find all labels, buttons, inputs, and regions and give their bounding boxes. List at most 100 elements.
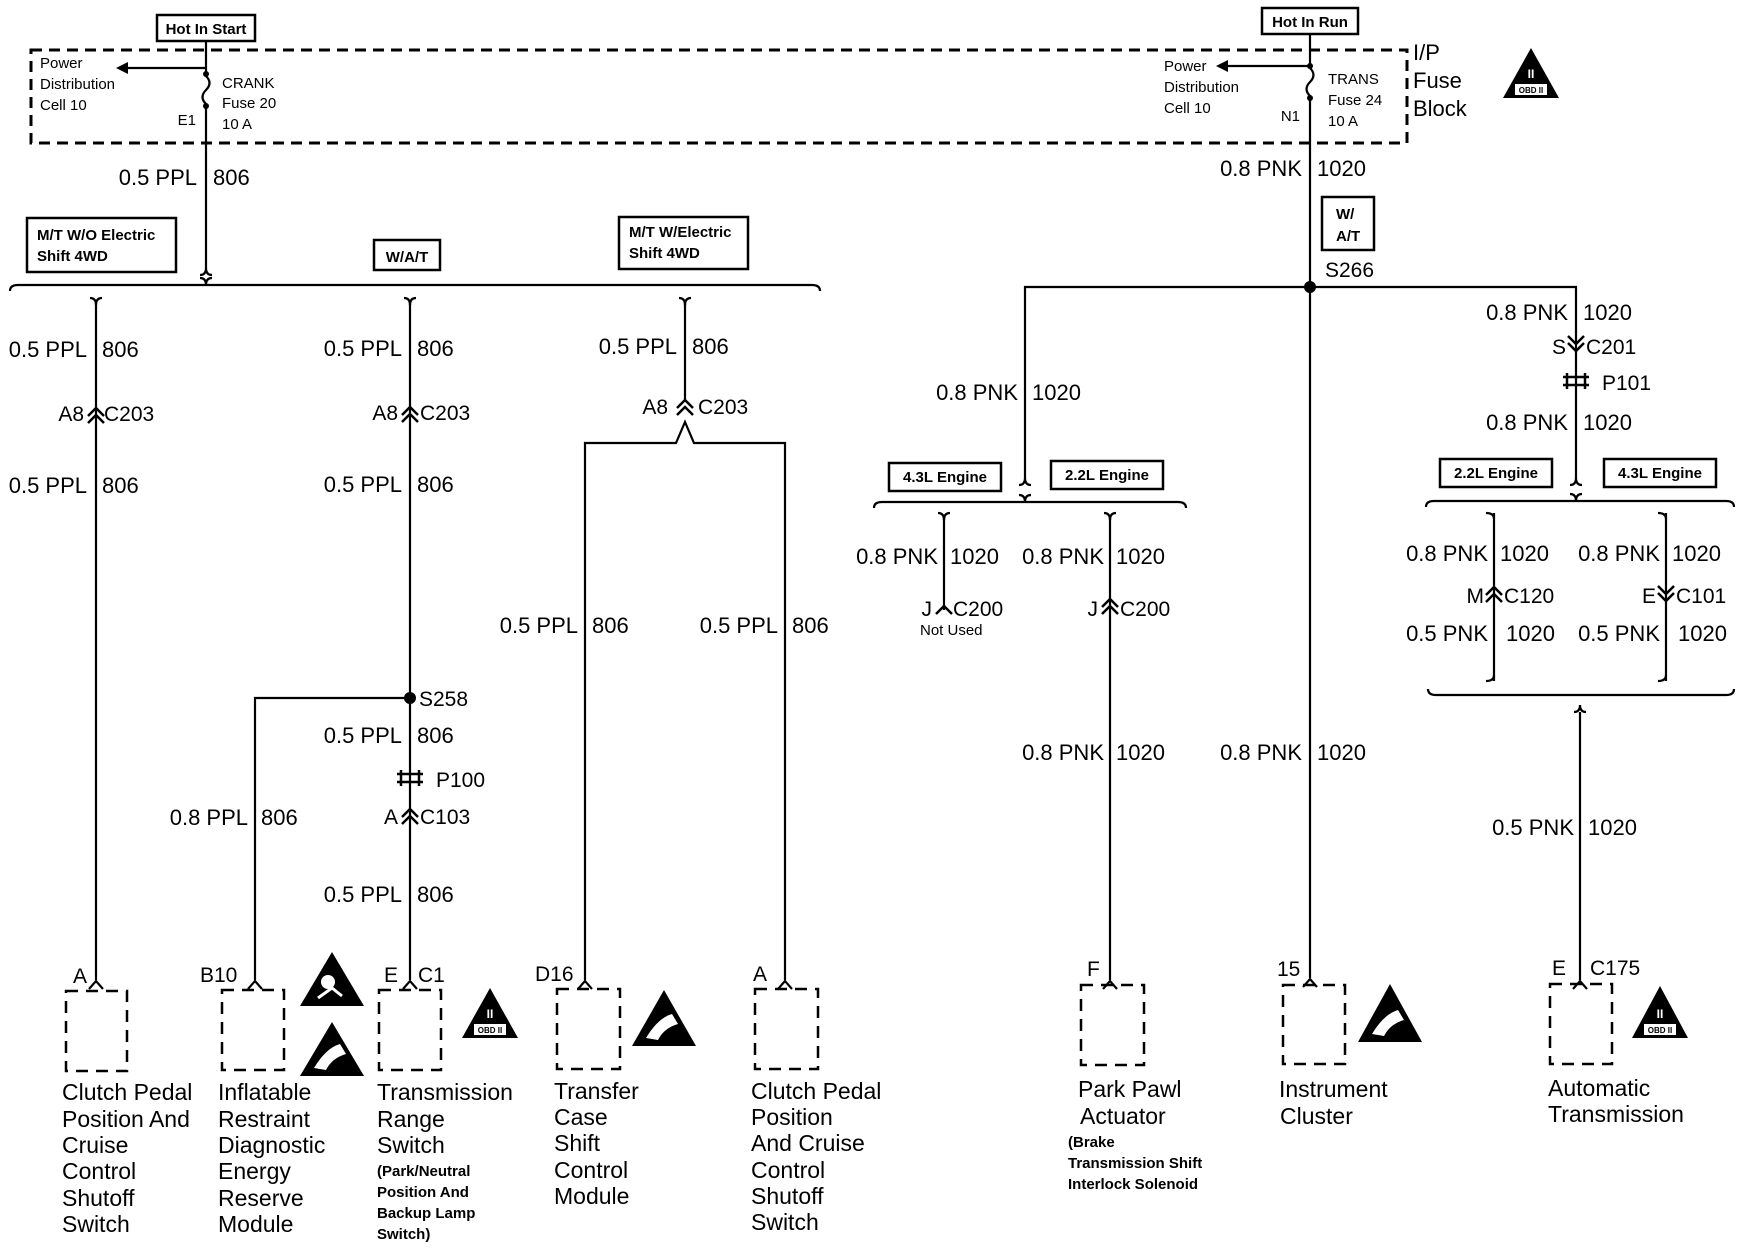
svg-text:N1: N1 bbox=[1281, 108, 1300, 125]
svg-text:1020: 1020 bbox=[950, 544, 999, 569]
svg-text:Switch: Switch bbox=[751, 1209, 819, 1235]
connector-c200: J C200 bbox=[1088, 598, 1171, 621]
svg-text:Power: Power bbox=[40, 55, 83, 72]
option-bracket-left bbox=[8, 283, 822, 292]
svg-text:II: II bbox=[1657, 1007, 1664, 1021]
svg-text:Fuse: Fuse bbox=[1413, 68, 1462, 93]
svg-text:J: J bbox=[922, 598, 933, 621]
svg-text:C201: C201 bbox=[1586, 336, 1636, 359]
svg-text:Cell 10: Cell 10 bbox=[1164, 100, 1211, 117]
svg-text:M/T W/O Electric: M/T W/O Electric bbox=[37, 227, 155, 244]
svg-text:1020: 1020 bbox=[1116, 544, 1165, 569]
obd-icon-trs: OBD II II bbox=[462, 988, 518, 1038]
pin-15: 15 bbox=[1277, 958, 1300, 981]
svg-text:0.5 PPL: 0.5 PPL bbox=[324, 723, 402, 748]
connector-c120: M C120 bbox=[1467, 585, 1555, 608]
pin-a-clutch2: A bbox=[753, 963, 767, 986]
svg-text:0.5 PPL: 0.5 PPL bbox=[599, 334, 677, 359]
connector-c200-not-used: J C200 Not Used bbox=[920, 598, 1003, 639]
wire-label-806-b2a: 0.5 PPL 806 bbox=[324, 336, 454, 361]
automatic-transmission-label: Automatic Transmission bbox=[1548, 1075, 1684, 1127]
instrument-cluster-box bbox=[1281, 983, 1347, 1066]
svg-text:Shutoff: Shutoff bbox=[751, 1183, 824, 1209]
esd-icon-airbag bbox=[300, 1022, 364, 1076]
svg-text:C120: C120 bbox=[1504, 585, 1554, 608]
wire-label-806-b3a: 0.5 PPL 806 bbox=[599, 334, 729, 359]
airbag-module-label: Inflatable Restraint Diagnostic Energy R… bbox=[218, 1079, 325, 1237]
svg-text:II: II bbox=[487, 1007, 494, 1021]
svg-text:Distribution: Distribution bbox=[1164, 79, 1239, 96]
svg-text:C203: C203 bbox=[698, 396, 748, 419]
wire-label-1020-right-b: 0.8 PNK 1020 bbox=[1486, 410, 1632, 435]
svg-text:0.5 PPL: 0.5 PPL bbox=[500, 613, 578, 638]
svg-text:10 A: 10 A bbox=[222, 116, 252, 133]
connector-c203-b2: A8 C203 bbox=[372, 402, 470, 425]
svg-text:0.5 PPL: 0.5 PPL bbox=[9, 337, 87, 362]
clutch-pedal-switch-label: Clutch Pedal Position And Cruise Control… bbox=[62, 1079, 192, 1237]
svg-text:Position: Position bbox=[751, 1104, 833, 1130]
splice-s258-label: S258 bbox=[419, 688, 468, 711]
svg-text:(Park/Neutral: (Park/Neutral bbox=[377, 1163, 470, 1180]
svg-text:Inflatable: Inflatable bbox=[218, 1079, 311, 1105]
svg-text:Transmission: Transmission bbox=[377, 1079, 513, 1105]
hot-in-run-box: Hot In Run bbox=[1260, 6, 1360, 36]
power-distribution-left: Power Distribution Cell 10 bbox=[40, 55, 206, 114]
svg-text:1020: 1020 bbox=[1032, 380, 1081, 405]
svg-text:W/A/T: W/A/T bbox=[386, 249, 429, 266]
svg-text:Module: Module bbox=[554, 1183, 629, 1209]
svg-text:Position And: Position And bbox=[377, 1184, 469, 1201]
transmission-range-switch-label: Transmission Range Switch (Park/Neutral … bbox=[377, 1079, 513, 1243]
clutch-pedal-switch-2-label: Clutch Pedal Position And Cruise Control… bbox=[751, 1078, 881, 1235]
svg-text:Module: Module bbox=[218, 1211, 293, 1237]
pin-d16: D16 bbox=[535, 963, 574, 986]
passthrough-p100: P100 bbox=[436, 769, 485, 792]
svg-text:A8: A8 bbox=[58, 403, 84, 426]
svg-text:806: 806 bbox=[261, 805, 298, 830]
obd-icon: OBD II II bbox=[1503, 48, 1559, 98]
connector-c101: E C101 bbox=[1642, 585, 1726, 608]
svg-text:Position And: Position And bbox=[62, 1106, 190, 1132]
svg-text:4.3L Engine: 4.3L Engine bbox=[1618, 465, 1702, 482]
svg-text:Interlock Solenoid: Interlock Solenoid bbox=[1068, 1176, 1198, 1193]
splice-s266-label: S266 bbox=[1325, 259, 1374, 282]
mt-w-electric-box: M/T W/Electric Shift 4WD bbox=[617, 215, 750, 271]
svg-text:Hot In Start: Hot In Start bbox=[166, 21, 247, 38]
svg-text:Shutoff: Shutoff bbox=[62, 1185, 135, 1211]
svg-text:II: II bbox=[1528, 67, 1535, 81]
trans-fuse: TRANS Fuse 24 10 A N1 bbox=[1281, 63, 1382, 130]
svg-text:0.8 PNK: 0.8 PNK bbox=[1220, 740, 1302, 765]
wire-1020-splice-branches bbox=[1023, 285, 1578, 478]
svg-text:806: 806 bbox=[417, 882, 454, 907]
svg-text:Switch): Switch) bbox=[377, 1226, 430, 1243]
svg-text:Reserve: Reserve bbox=[218, 1185, 304, 1211]
ip-fuse-block-outline bbox=[29, 48, 1409, 145]
svg-text:1020: 1020 bbox=[1672, 541, 1721, 566]
wire-label-1020-c101-a: 0.8 PNK 1020 bbox=[1578, 541, 1721, 566]
svg-text:806: 806 bbox=[102, 337, 139, 362]
svg-text:C175: C175 bbox=[1590, 957, 1640, 980]
svg-text:Control: Control bbox=[554, 1157, 628, 1183]
svg-text:0.8 PNK: 0.8 PNK bbox=[1022, 544, 1104, 569]
svg-text:C101: C101 bbox=[1676, 585, 1726, 608]
esd-icon-transfer bbox=[632, 990, 696, 1046]
transfer-case-module-box bbox=[555, 987, 622, 1071]
svg-text:806: 806 bbox=[592, 613, 629, 638]
pin-b10: B10 bbox=[200, 964, 237, 987]
svg-text:Distribution: Distribution bbox=[40, 76, 115, 93]
svg-text:0.5 PPL: 0.5 PPL bbox=[324, 336, 402, 361]
svg-text:Diagnostic: Diagnostic bbox=[218, 1132, 325, 1158]
power-distribution-right: Power Distribution Cell 10 bbox=[1164, 58, 1310, 117]
svg-text:806: 806 bbox=[417, 336, 454, 361]
svg-text:Restraint: Restraint bbox=[218, 1106, 311, 1132]
option-bracket-engine-right-top bbox=[1424, 499, 1736, 508]
svg-text:OBD II: OBD II bbox=[1519, 86, 1543, 95]
svg-text:1020: 1020 bbox=[1583, 410, 1632, 435]
wire-label-806-transfer: 0.5 PPL 806 bbox=[500, 613, 629, 638]
svg-text:Block: Block bbox=[1413, 96, 1468, 121]
wire-label-1020-not-used: 0.8 PNK 1020 bbox=[856, 544, 999, 569]
option-bracket-engine-right-bottom bbox=[1426, 688, 1736, 697]
hot-in-start-box: Hot In Start bbox=[155, 13, 257, 43]
svg-text:0.8 PNK: 0.8 PNK bbox=[1486, 410, 1568, 435]
svg-text:0.5 PPL: 0.5 PPL bbox=[324, 882, 402, 907]
wire-label-806-b2d: 0.5 PPL 806 bbox=[324, 882, 454, 907]
